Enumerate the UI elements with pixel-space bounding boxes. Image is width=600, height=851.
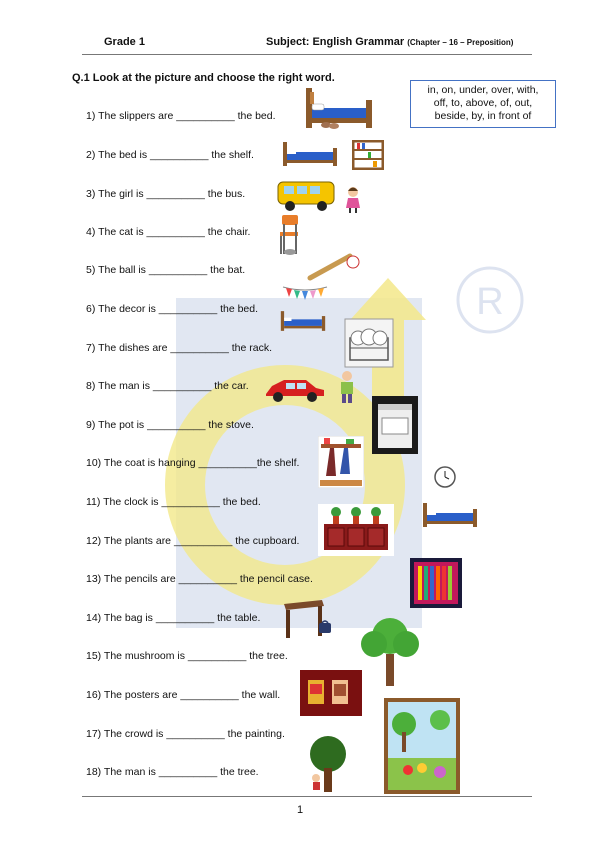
chair-icon [280, 215, 298, 255]
tree-icon [361, 618, 419, 686]
question-2: 2) The bed is __________ the shelf. [86, 149, 254, 161]
question-7: 7) The dishes are __________ the rack. [86, 342, 273, 354]
subject-label: Subject: English Grammar (Chapter – 16 –… [266, 36, 513, 48]
bus-icon [277, 181, 335, 211]
question-1: 1) The slippers are __________ the bed. [86, 110, 276, 122]
word-box: in, on, under, over, with, off, to, abov… [410, 80, 556, 128]
table-icon [284, 600, 324, 638]
shelf-icon [352, 140, 384, 170]
question-6: 6) The decor is __________ the bed. [86, 303, 259, 315]
question-14: 14) The bag is __________ the table. [86, 612, 261, 624]
tree-icon [304, 734, 352, 794]
svg-text:R: R [476, 281, 503, 323]
posters-icon [300, 670, 362, 716]
question-15: 15) The mushroom is __________ the tree. [86, 650, 288, 662]
question-5: 5) The ball is __________ the bat. [86, 264, 246, 276]
question-11: 11) The clock is __________ the bed. [86, 496, 261, 508]
stove-icon [372, 396, 418, 454]
dish-rack-icon [344, 318, 394, 368]
word-box-line: off, to, above, of, out, [433, 97, 533, 109]
grade-label: Grade 1 [104, 36, 145, 48]
question-9: 9) The pot is __________ the stove. [86, 419, 254, 431]
coat-shelf-icon [318, 436, 364, 488]
question-8: 8) The man is __________ the car. [86, 380, 249, 392]
car-icon [266, 380, 324, 402]
word-box-line: beside, by, in front of [434, 110, 532, 122]
cupboard-icon [318, 504, 394, 556]
girl-icon [346, 187, 360, 213]
bed-icon [283, 142, 337, 166]
question-12: 12) The plants are __________ the cupboa… [86, 535, 300, 547]
question-17: 17) The crowd is __________ the painting… [86, 728, 285, 740]
question-18: 18) The man is __________ the tree. [86, 766, 259, 778]
painting-icon [384, 698, 460, 794]
question-13: 13) The pencils are __________ the penci… [86, 573, 313, 585]
bunting-icon [282, 286, 328, 300]
page-number: 1 [296, 804, 304, 816]
clock-icon [434, 466, 456, 488]
question-4: 4) The cat is __________ the chair. [86, 226, 251, 238]
man-icon [341, 371, 353, 403]
pencil-case-icon [410, 558, 462, 608]
subject-text: Subject: English Grammar [266, 36, 405, 48]
bed-icon [280, 311, 326, 331]
word-box-line: in, on, under, over, with, [427, 84, 539, 96]
footer-rule [82, 796, 532, 797]
chapter-text: (Chapter – 16 – Preposition) [407, 38, 514, 47]
bat-ball-icon [307, 253, 360, 281]
slippers-icon [321, 122, 339, 129]
question-3: 3) The girl is __________ the bus. [86, 188, 246, 200]
header-rule [82, 54, 532, 55]
question-16: 16) The posters are __________ the wall. [86, 689, 281, 701]
bag-icon [319, 620, 331, 633]
bed-icon [423, 503, 477, 527]
question-title: Q.1 Look at the picture and choose the r… [72, 72, 335, 84]
bed-icon [306, 88, 372, 128]
question-10: 10) The coat is hanging __________the sh… [86, 457, 300, 469]
